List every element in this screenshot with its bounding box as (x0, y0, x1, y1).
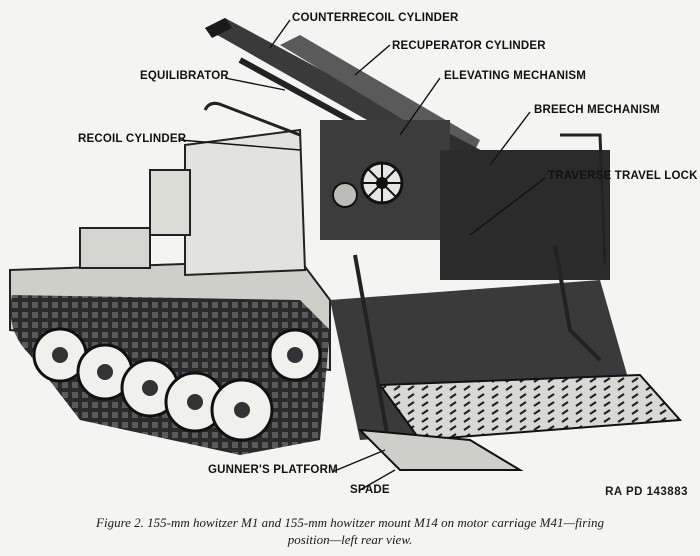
label-traverse-travel-lock: TRAVERSE TRAVEL LOCK (548, 170, 698, 182)
label-equilibrator: EQUILIBRATOR (140, 70, 229, 82)
leader-lines (179, 19, 546, 491)
caption-line-2: position—left rear view. (287, 532, 413, 547)
label-recuperator-cylinder: RECUPERATOR CYLINDER (392, 40, 546, 52)
label-spade: SPADE (350, 484, 390, 496)
breech-assembly (320, 120, 610, 280)
ra-pd-number: RA PD 143883 (605, 486, 688, 498)
label-counterrecoil-cylinder: COUNTERRECOIL CYLINDER (292, 12, 459, 24)
caption-line-1: Figure 2. 155-mm howitzer M1 and 155-mm … (96, 515, 604, 530)
spade (357, 428, 524, 471)
label-gunners-platform: GUNNER'S PLATFORM (208, 464, 338, 476)
label-recoil-cylinder: RECOIL CYLINDER (78, 133, 187, 145)
label-elevating-mechanism: ELEVATING MECHANISM (444, 70, 587, 82)
track (10, 295, 330, 455)
gunners-platform (330, 244, 683, 467)
label-breech-mechanism: BREECH MECHANISM (534, 104, 660, 116)
figure-caption: Figure 2. 155-mm howitzer M1 and 155-mm … (0, 514, 700, 548)
